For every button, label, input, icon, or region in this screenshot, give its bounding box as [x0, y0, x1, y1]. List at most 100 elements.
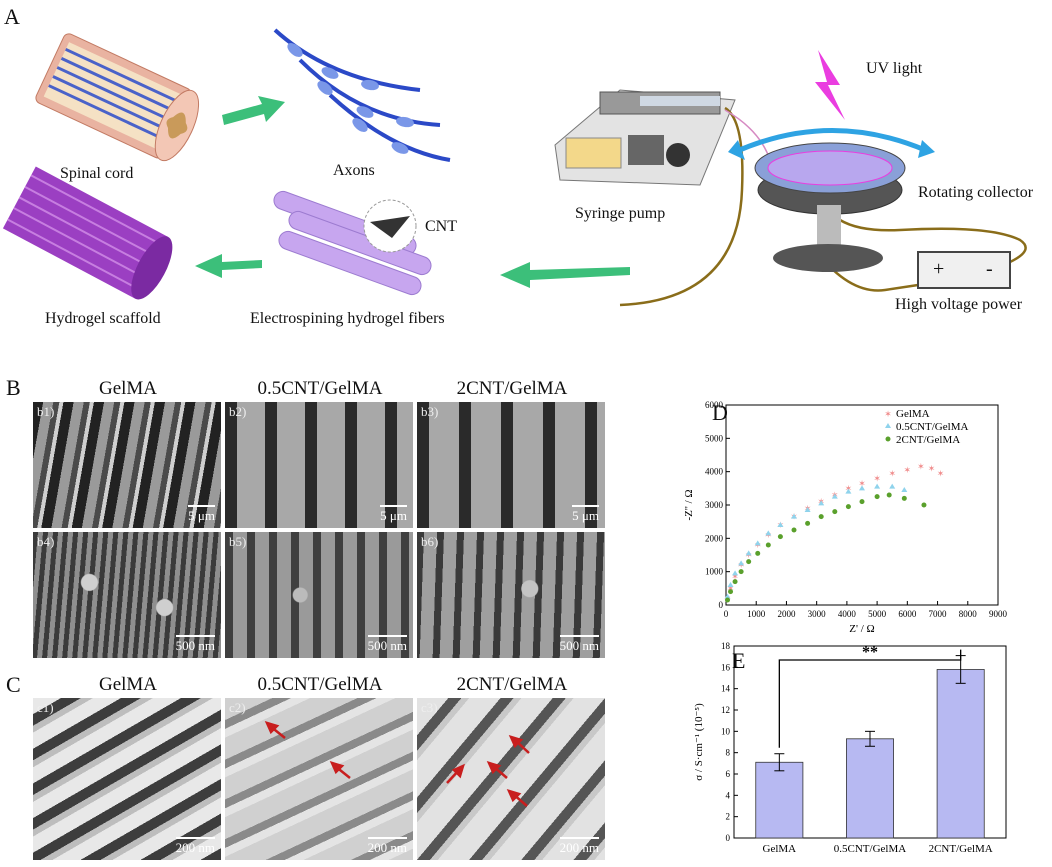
x-tick-label: 9000 [989, 609, 1008, 619]
scale-bar: 5 μm [380, 505, 407, 524]
b-header-2cnt: 2CNT/GelMA [456, 378, 568, 399]
data-point: ✶ [858, 478, 866, 488]
y-tick-label: 5000 [705, 433, 724, 443]
y-tick-label: 16 [721, 662, 731, 672]
b-header-gelma: GelMA [98, 378, 158, 399]
y-tick-label: 18 [721, 641, 731, 651]
sem-image-b6: b6) 500 nm [417, 532, 605, 658]
sem-label: b5) [229, 534, 247, 549]
tem-label: c2) [229, 700, 246, 715]
label-cnt: CNT [425, 218, 457, 235]
data-point [901, 495, 907, 501]
axons-illustration [273, 28, 451, 162]
y-tick-label: 3000 [705, 500, 724, 510]
scale-bar: 500 nm [560, 635, 599, 654]
y-tick-label: 6 [726, 769, 731, 779]
label-electrospinning: Electrospining hydrogel fibers [250, 310, 445, 327]
legend-marker [885, 436, 891, 442]
scale-bar: 5 μm [572, 505, 599, 524]
scale-bar: 5 μm [188, 505, 215, 524]
data-point [727, 582, 734, 587]
y-tick-label: 2000 [705, 533, 724, 543]
hydrogel-scaffold-illustration [2, 166, 173, 300]
sem-image-b1: b1) 5 μm [33, 402, 221, 528]
sem-label: b1) [37, 404, 55, 419]
schematic-illustration [2, 28, 1027, 307]
sem-image-b2: b2) 5 μm [225, 402, 413, 528]
data-point [738, 560, 745, 566]
x-tick-label: 7000 [929, 609, 948, 619]
data-point [805, 520, 811, 526]
data-point [732, 579, 738, 585]
label-uv-light: UV light [866, 60, 923, 77]
sem-label: b3) [421, 404, 439, 419]
sem-image-b5: b5) 500 nm [225, 532, 413, 658]
data-point [755, 550, 761, 556]
significance-label: ** [862, 644, 878, 661]
data-point [746, 559, 752, 565]
scale-bar: 200 nm [176, 837, 215, 856]
x-tick-label: 3000 [808, 609, 827, 619]
y-tick-label: 12 [721, 705, 730, 715]
label-axons: Axons [333, 162, 375, 179]
data-point [889, 483, 896, 489]
y-axis-label: -Z'' / Ω [683, 489, 695, 520]
x-axis-label: Z' / Ω [849, 623, 874, 635]
y-tick-label: 8 [726, 748, 731, 758]
red-arrows [264, 721, 351, 779]
tem-image-c1: c1) 200 nm [33, 698, 221, 860]
tem-image-c2: c2) 200 nm [225, 698, 413, 860]
panel-b-letter: B [6, 375, 21, 400]
data-point [921, 502, 927, 508]
x-tick-label: 0 [724, 609, 729, 619]
x-tick-label: GelMA [763, 843, 797, 855]
data-point: ✶ [727, 583, 735, 593]
data-point: ✶ [731, 572, 739, 582]
y-axis-label: σ / S·cm⁻¹ (10⁻⁵) [693, 703, 705, 781]
b-header-05cnt: 0.5CNT/GelMA [257, 378, 383, 399]
data-point [724, 593, 731, 599]
scale-bar: 200 nm [560, 837, 599, 856]
y-tick-label: 4000 [705, 467, 724, 477]
data-point [859, 485, 865, 491]
x-tick-label: 0.5CNT/GelMA [834, 843, 906, 855]
data-point [725, 597, 731, 603]
data-point: ✶ [888, 468, 896, 478]
data-point [818, 514, 824, 520]
data-point [765, 530, 772, 536]
legend-marker: ✶ [884, 409, 892, 419]
arrow-fibers-to-scaffold [195, 254, 262, 278]
scale-bar: 200 nm [368, 837, 407, 856]
data-point: ✶ [928, 463, 936, 473]
tem-label: c1) [37, 700, 54, 715]
data-point: ✶ [904, 465, 912, 475]
y-tick-label: 4 [726, 790, 731, 800]
scale-bar: 500 nm [368, 635, 407, 654]
data-point [832, 509, 838, 515]
arrow-spinal-to-axons [222, 96, 285, 125]
y-tick-label: 10 [721, 726, 731, 736]
sem-label: b2) [229, 404, 247, 419]
spinal-cord-illustration [35, 33, 200, 162]
data-point [874, 483, 881, 489]
bar [755, 761, 804, 839]
x-tick-label: 4000 [838, 609, 857, 619]
data-point [777, 522, 784, 527]
c-header-gelma: GelMA [98, 674, 158, 695]
power-supply-box [917, 251, 1011, 289]
power-plus-sign: + [933, 258, 945, 280]
panel-c-letter: C [6, 672, 21, 697]
arrow-setup-to-fibers [500, 262, 630, 288]
legend-label: 0.5CNT/GelMA [896, 421, 968, 433]
power-minus-sign: - [986, 258, 993, 280]
data-point [886, 492, 892, 498]
x-tick-label: 8000 [959, 609, 978, 619]
data-point [845, 488, 852, 494]
y-tick-label: 0 [726, 833, 731, 843]
label-high-voltage: High voltage power [895, 296, 1023, 313]
data-point: ✶ [873, 473, 881, 483]
sem-label: b4) [37, 534, 55, 549]
data-point [901, 487, 908, 492]
data-point [738, 569, 744, 575]
